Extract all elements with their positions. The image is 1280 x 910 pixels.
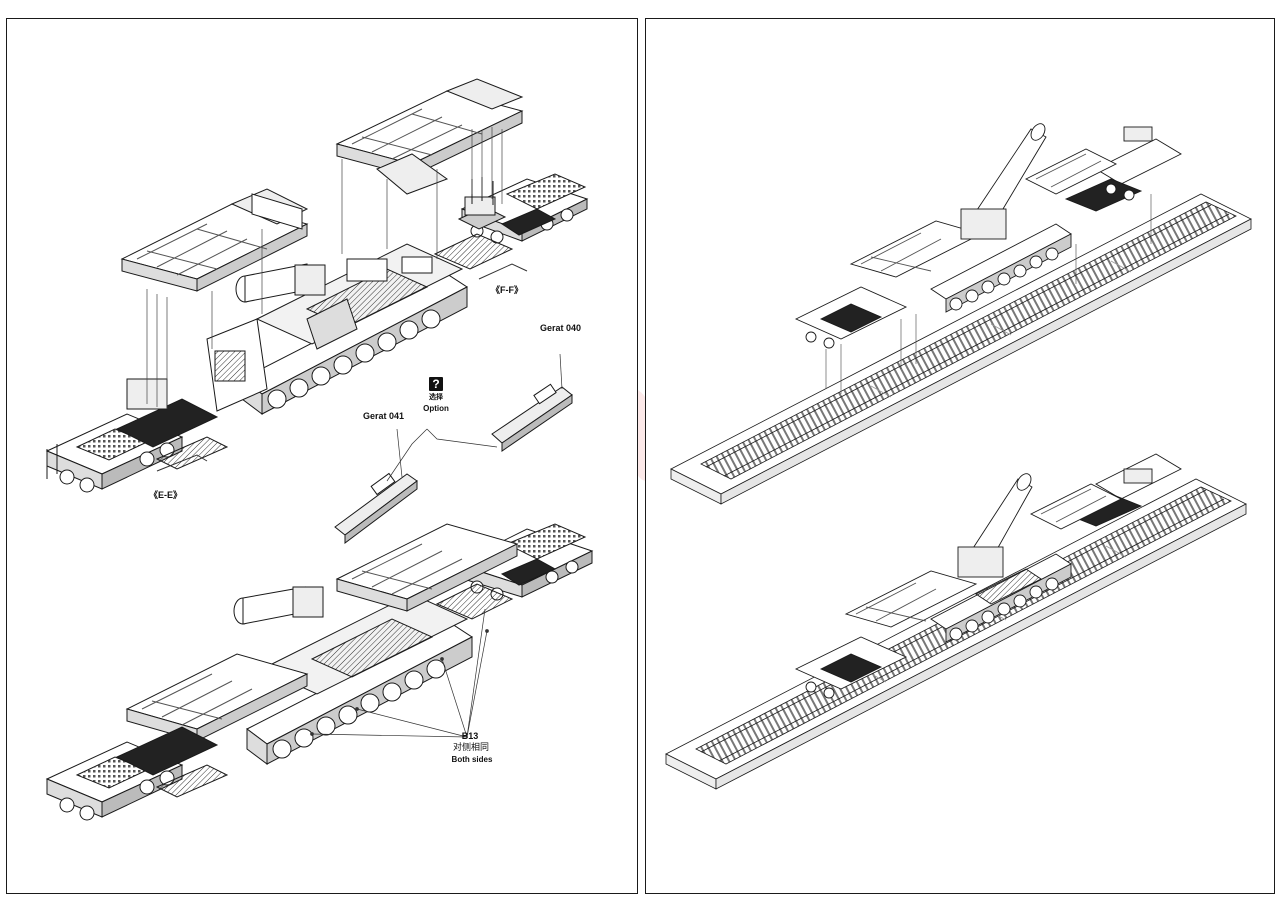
part-number-b13: B13: [461, 731, 479, 741]
option-label-en: Option: [423, 404, 449, 413]
left-instruction-panel: 《F-F》 《E-E》 Gerat 040 Gerat 041 ? 选择 Opt…: [6, 18, 638, 894]
both-sides-label-cn: 对侧相同: [452, 742, 490, 752]
option-question-icon: ?: [429, 377, 443, 391]
lower-vehicle-assembly: [45, 523, 594, 821]
upper-gun-vehicle: [794, 123, 1182, 394]
assembly-diagram-right: [665, 123, 1252, 790]
gerat-041-label: Gerat 041: [363, 411, 405, 421]
section-label-ff: 《F-F》: [491, 285, 523, 295]
both-sides-label-en: Both sides: [451, 755, 493, 764]
right-instruction-panel: [645, 18, 1275, 894]
option-barrels: [334, 353, 573, 544]
upper-display-base: [670, 193, 1252, 505]
lower-gun-vehicle: [794, 453, 1182, 699]
upper-vehicle-assembly: [45, 78, 589, 493]
section-label-ee: 《E-E》: [149, 490, 183, 500]
assembly-diagram-left: [45, 78, 594, 821]
gerat-040-label: Gerat 040: [540, 323, 582, 333]
option-label-cn: 选择: [429, 394, 443, 401]
